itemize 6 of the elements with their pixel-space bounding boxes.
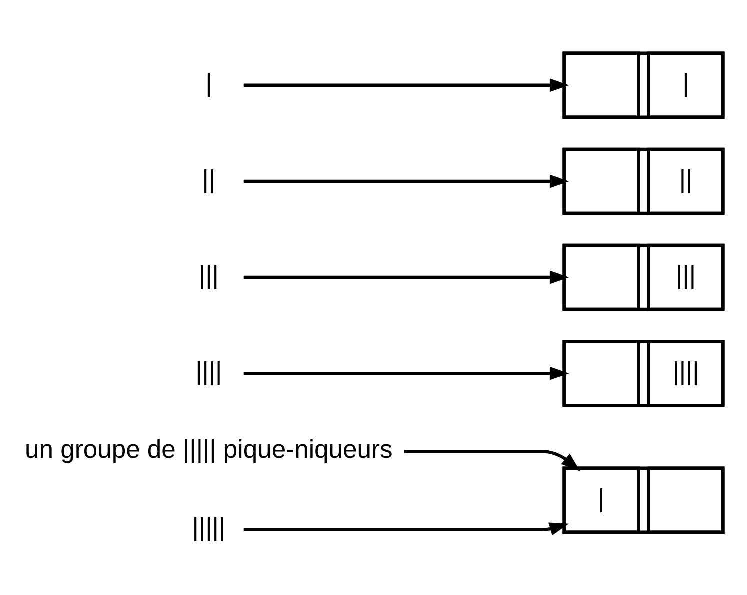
- node-text: |||: [198, 261, 219, 290]
- node-text: ||: [202, 165, 216, 194]
- node-text: |||||: [192, 514, 226, 542]
- node-text: un groupe de ||||| pique-niqueurs: [24, 436, 393, 464]
- node-text: ||||: [196, 357, 222, 386]
- node-text: |: [206, 69, 212, 98]
